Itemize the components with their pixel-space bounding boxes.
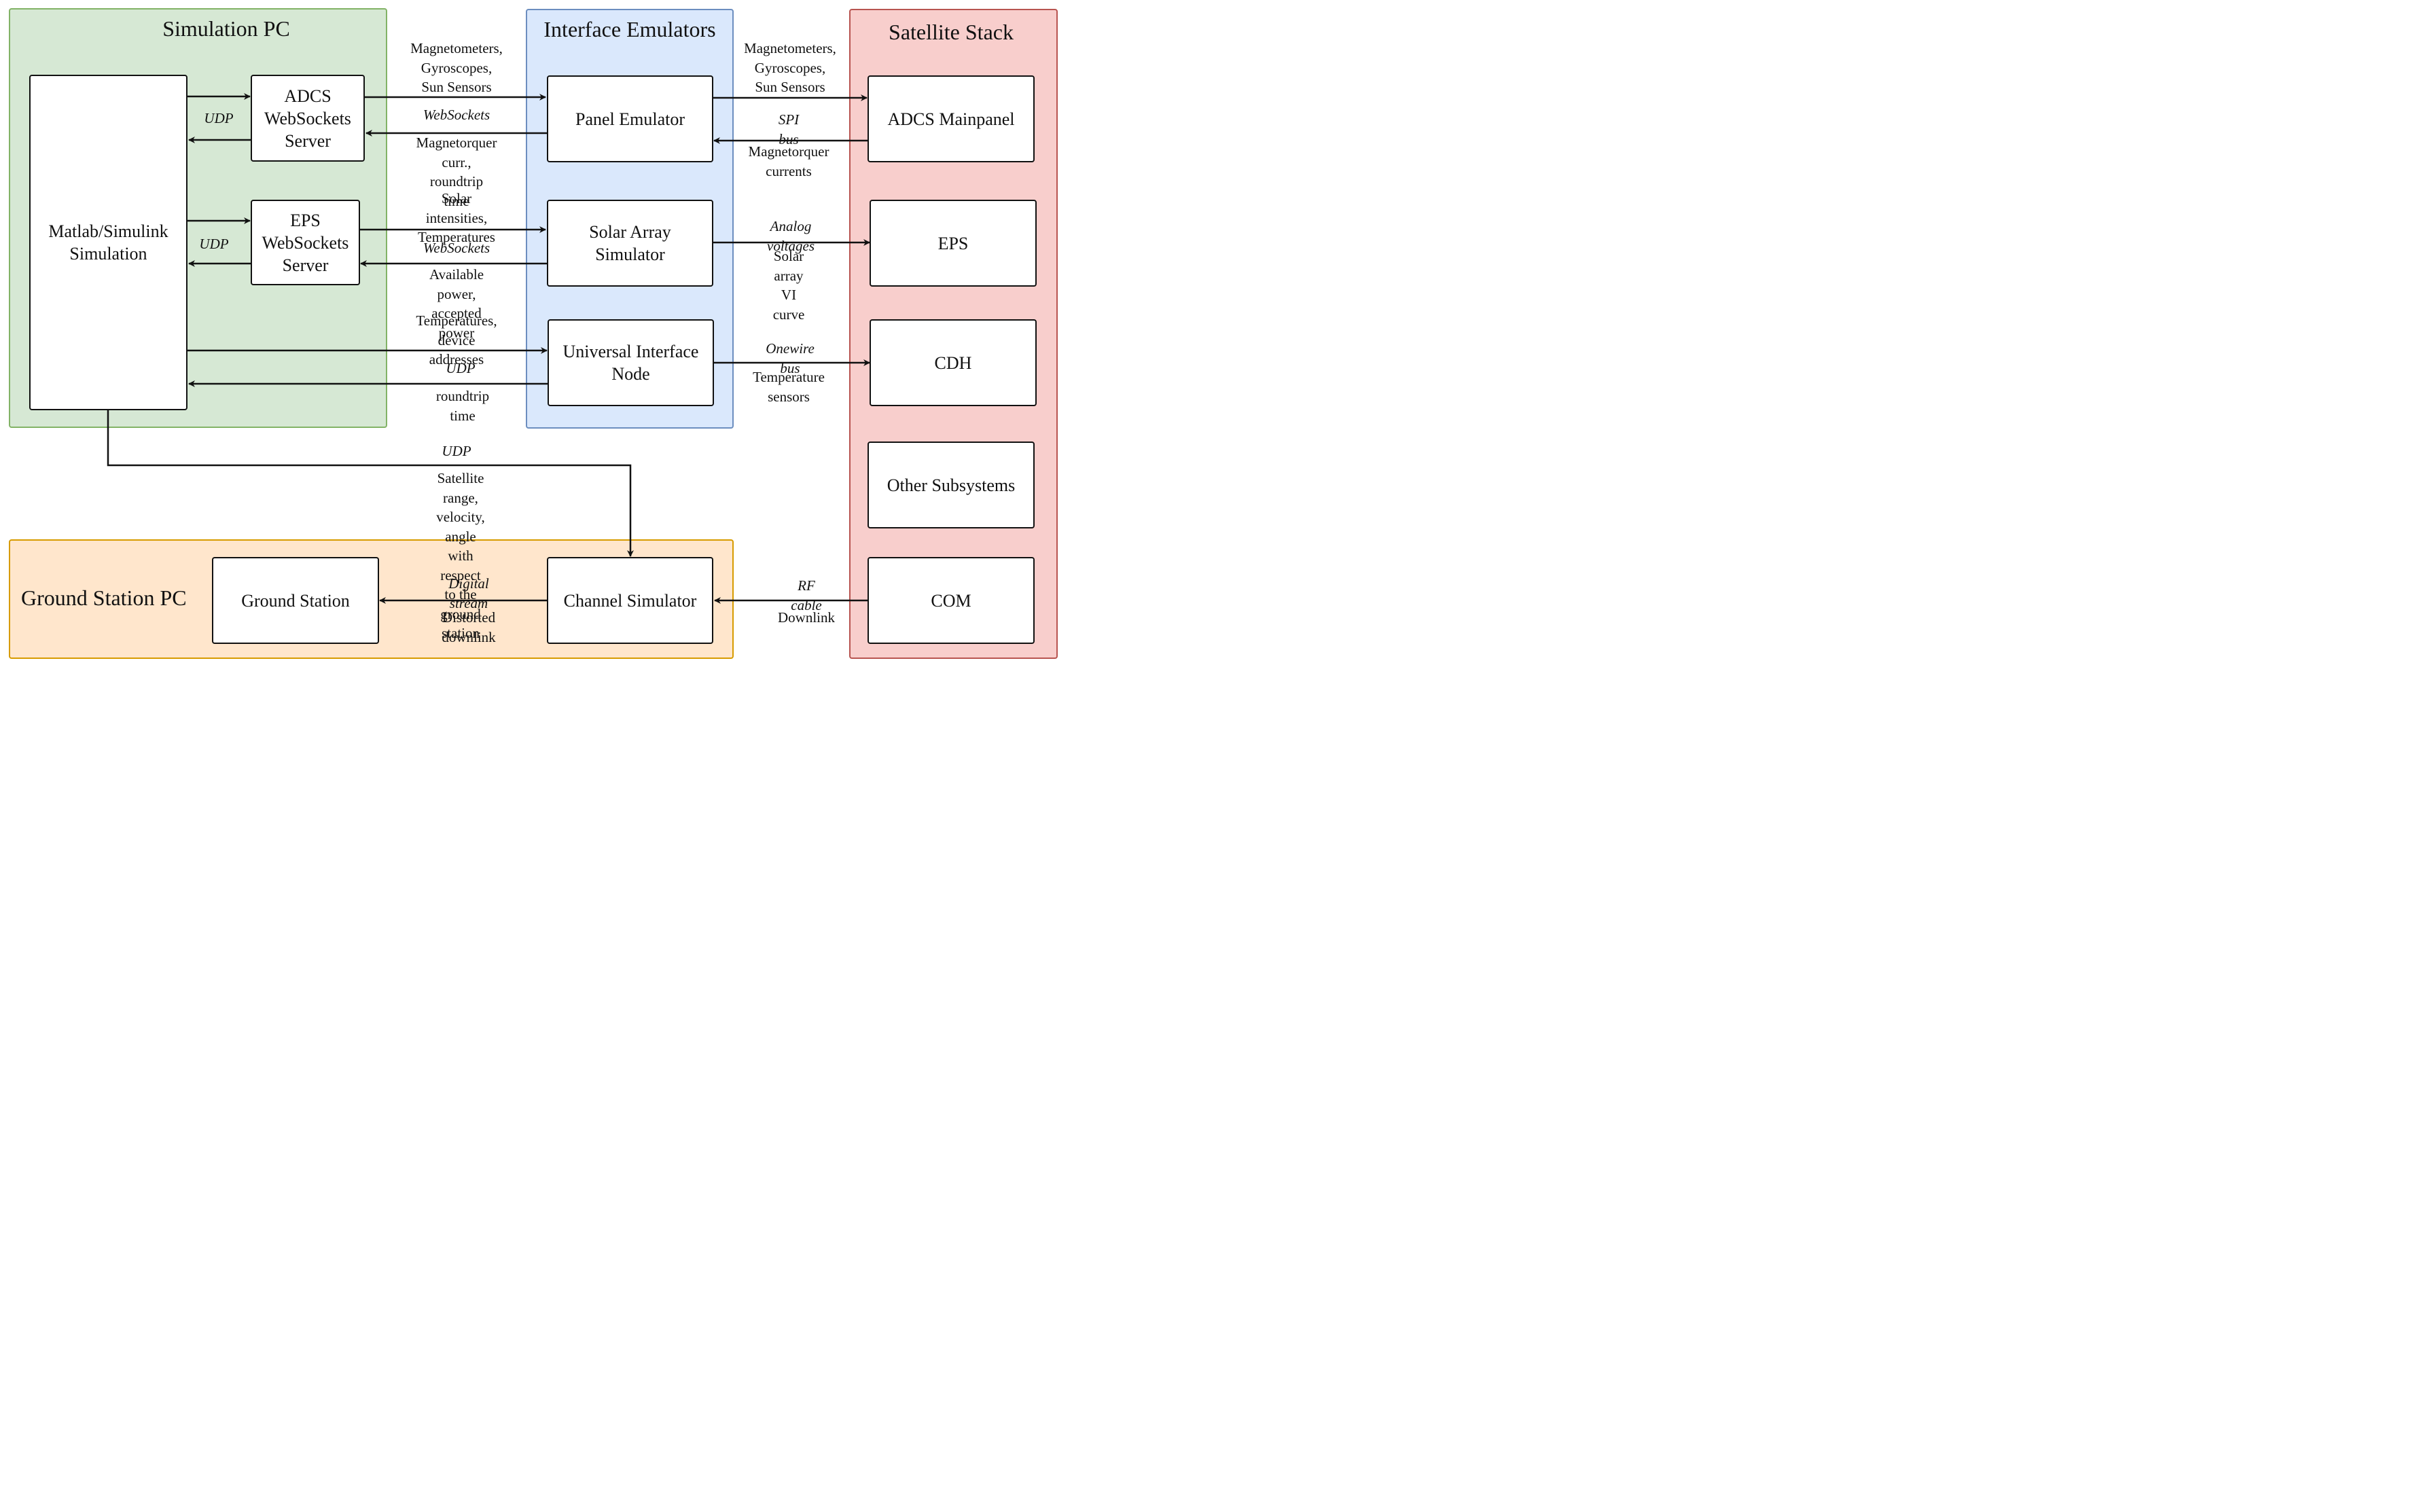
other-subsystems-box: Other Subsystems [868,442,1035,528]
com-box: COM [868,557,1035,644]
ground-station-box: Ground Station [212,557,379,644]
udp-uin-label: UDP [446,360,476,376]
solar-intensities-label: Solar intensities, Temperatures [418,190,495,245]
ground-station-pc-title: Ground Station PC [21,586,187,610]
magnetorquer-roundtrip-label: Magnetorquer curr., roundtrip time [416,134,497,209]
downlink-label: Downlink [778,609,835,626]
satellite-range-label: Satellite range, velocity, angle with re… [436,470,485,641]
udp-eps-label: UDP [199,236,229,252]
available-power-label: Available power, accepted power [429,266,484,341]
satellite-stack-title: Satellite Stack [889,20,1014,44]
connector-layer [107,93,870,604]
udp-adcs-label: UDP [204,110,234,126]
spi-bus-label: SPI bus [778,111,800,147]
sensors-label-2: Magnetometers, Gyroscopes, Sun Sensors [744,40,836,95]
eps-box: EPS [870,200,1037,287]
channel-simulator-box: Channel Simulator [547,557,713,644]
magnetorquer-currents-label: Magnetorquer currents [748,143,829,179]
interface-emulators-title: Interface Emulators [543,17,716,41]
adcs-mainpanel-box: ADCS Mainpanel [868,75,1035,162]
distorted-downlink-label: Distorted downlink [442,609,496,645]
solar-array-simulator-box: Solar Array Simulator [547,200,713,287]
cdh-box: CDH [870,319,1037,406]
analog-voltages-label: Analog voltages [767,218,815,254]
rf-cable-label: RF cable [791,577,822,613]
udp-channel-label: UDP [442,443,471,459]
digital-stream-label: Digital stream [448,575,489,611]
websockets-label-1: WebSockets [423,107,490,123]
temperature-sensors-label: Temperature sensors [753,369,825,405]
matlab-simulink-box: Matlab/Simulink Simulation [29,75,187,410]
eps-websockets-server-box: EPS WebSockets Server [251,200,360,285]
solar-array-vi-label: Solar array VI curve [772,248,805,323]
universal-interface-node-box: Universal Interface Node [548,319,714,406]
temperatures-addresses-label: Temperatures, device addresses [416,312,497,367]
simulation-pc-title: Simulation PC [162,16,290,41]
adcs-websockets-server-box: ADCS WebSockets Server [251,75,365,162]
sensors-label-1: Magnetometers, Gyroscopes, Sun Sensors [410,40,503,95]
arrow-matlab-to-channel-simulator [107,410,634,557]
onewire-bus-label: Onewire bus [766,340,815,376]
roundtrip-time-label: roundtrip time [435,388,490,424]
panel-emulator-box: Panel Emulator [547,75,713,162]
websockets-label-2: WebSockets [423,240,490,256]
